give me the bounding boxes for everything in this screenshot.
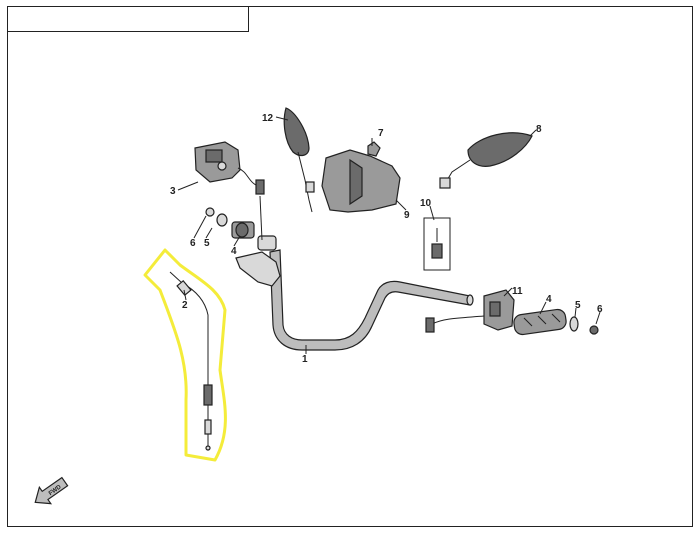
callout-10: 10 [420,198,432,209]
callout-4-left: 4 [231,246,237,257]
left-switch-assembly [194,141,265,195]
fastener-7 [367,141,381,157]
bracket-10 [423,217,451,271]
callout-5-left: 5 [204,238,210,249]
left-throttle-components [205,195,281,287]
title-box [7,6,249,32]
handlebar [269,249,474,351]
callout-2: 2 [182,300,188,311]
right-mirror [439,132,533,189]
callout-9: 9 [404,210,410,221]
callout-12: 12 [262,113,274,124]
callout-1: 1 [302,354,308,365]
callout-5-right: 5 [575,300,581,311]
callout-8: 8 [536,124,542,135]
callout-4-right: 4 [546,294,552,305]
leader-lines [177,116,601,354]
callout-6-left: 6 [190,238,196,249]
throttle-cable [169,271,213,451]
right-grip [513,308,567,336]
forward-arrow-icon: FWD [34,476,69,505]
hand-guard [321,149,401,213]
diagram-frame [7,6,693,527]
left-mirror [283,107,315,213]
cable-highlight [143,248,227,462]
callout-6-right: 6 [597,304,603,315]
right-switch [425,289,515,333]
callout-3: 3 [170,186,176,197]
callout-11: 11 [512,286,523,297]
callout-7: 7 [378,128,384,139]
right-bar-end [569,316,599,335]
